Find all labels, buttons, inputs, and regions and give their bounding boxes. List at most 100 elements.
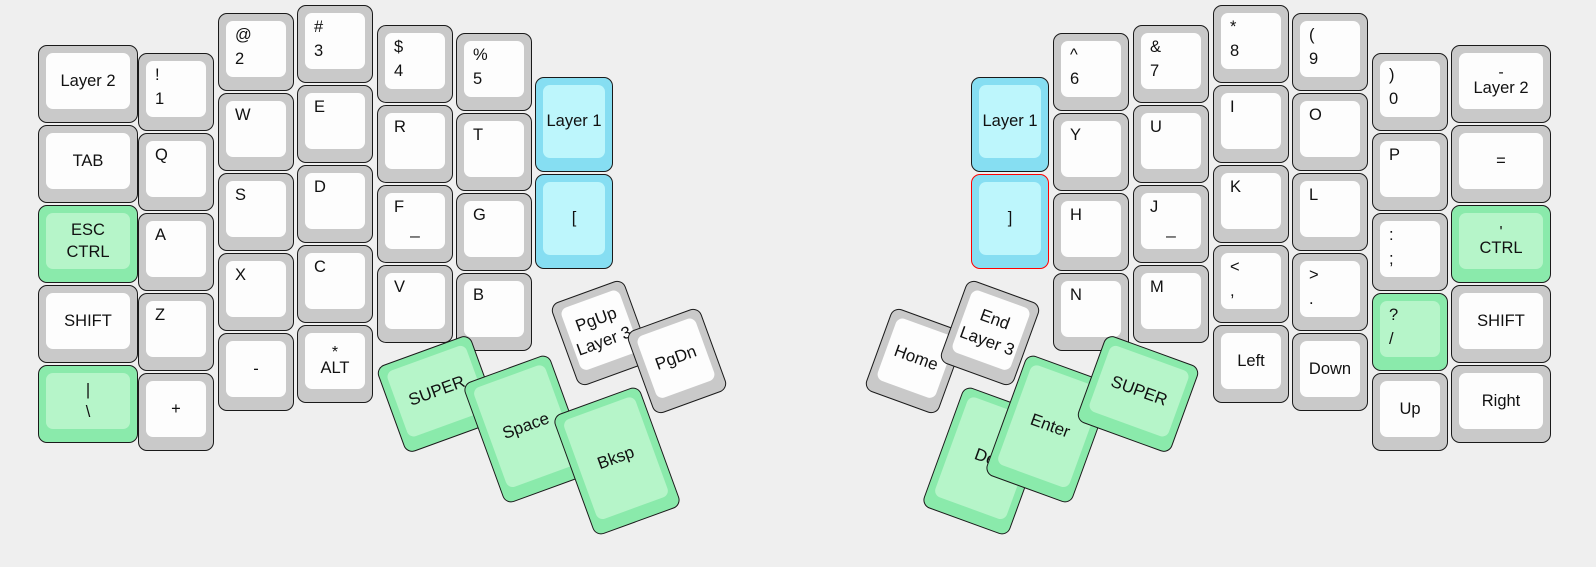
key-cap: Down — [1300, 341, 1360, 397]
key-legend-shifted: O — [1309, 106, 1322, 124]
key-legend-primary: 6 — [1070, 69, 1080, 88]
key-r-quote-ctrl[interactable]: 'CTRL — [1451, 205, 1551, 283]
key-r-o[interactable]: O — [1292, 93, 1368, 171]
key-legend: SHIFT — [1459, 293, 1543, 349]
key-l-a[interactable]: A — [138, 213, 214, 291]
key-legend-shifted: K — [1230, 178, 1242, 196]
key-l-v[interactable]: V — [377, 265, 453, 343]
key-l-x[interactable]: X — [218, 253, 294, 331]
key-cap: ^6 — [1061, 41, 1121, 97]
key-l-4[interactable]: $4 — [377, 25, 453, 103]
key-cap: D — [305, 173, 365, 229]
key-l-alt[interactable]: *ALT — [297, 325, 373, 403]
key-l-g[interactable]: G — [456, 193, 532, 271]
key-legend-shifted: > — [1309, 266, 1319, 284]
key-l-q[interactable]: Q — [138, 133, 214, 211]
key-r-layer1[interactable]: Layer 1 — [971, 77, 1049, 172]
key-l-minus[interactable]: - — [218, 333, 294, 411]
key-legend-primary: Enter — [1027, 410, 1073, 442]
key-l-bracket-open[interactable]: [ — [535, 174, 613, 269]
key-legend-primary: PgDn — [652, 341, 700, 375]
key-legend: Up — [1380, 381, 1440, 437]
key-r-y[interactable]: Y — [1053, 113, 1129, 191]
key-l-shift[interactable]: SHIFT — [38, 285, 138, 363]
key-r-period[interactable]: >. — [1292, 253, 1368, 331]
key-r-n[interactable]: N — [1053, 273, 1129, 351]
key-cap: ?/ — [1380, 301, 1440, 357]
key-legend-shifted: ) — [1389, 66, 1395, 84]
key-l-d[interactable]: D — [297, 165, 373, 243]
key-l-grave-layer2[interactable]: Layer 2 — [38, 45, 138, 123]
key-legend-primary: Bksp — [594, 442, 637, 474]
key-legend: ] — [979, 182, 1041, 255]
key-r-up[interactable]: Up — [1372, 373, 1448, 451]
key-l-5[interactable]: %5 — [456, 33, 532, 111]
key-r-equals[interactable]: = — [1451, 125, 1551, 203]
key-l-e[interactable]: E — [297, 85, 373, 163]
key-r-m[interactable]: M — [1133, 265, 1209, 343]
key-legend-shifted: ! — [155, 66, 160, 84]
homing-marker: _ — [410, 219, 420, 239]
key-legend: - — [226, 341, 286, 397]
key-l-pipe-backslash[interactable]: |\ — [38, 365, 138, 443]
key-r-down[interactable]: Down — [1292, 333, 1368, 411]
key-l-tab[interactable]: TAB — [38, 125, 138, 203]
key-legend-primary: = — [1496, 151, 1506, 170]
key-legend-shifted: H — [1070, 206, 1083, 224]
key-legend: Layer 2 — [46, 53, 130, 109]
key-l-3[interactable]: #3 — [297, 5, 373, 83]
key-l-t[interactable]: T — [456, 113, 532, 191]
key-r-0[interactable]: )0 — [1372, 53, 1448, 131]
key-l-w[interactable]: W — [218, 93, 294, 171]
key-l-c[interactable]: C — [297, 245, 373, 323]
key-legend-primary: 0 — [1389, 89, 1399, 108]
key-l-2[interactable]: @2 — [218, 13, 294, 91]
key-r-9[interactable]: (9 — [1292, 13, 1368, 91]
key-l-r[interactable]: R — [377, 105, 453, 183]
key-cap: Right — [1459, 373, 1543, 429]
key-cap: Layer 1 — [979, 85, 1041, 158]
key-r-k[interactable]: K — [1213, 165, 1289, 243]
key-legend-shifted: R — [394, 118, 407, 136]
key-r-minus-layer2[interactable]: -Layer 2 — [1451, 45, 1551, 123]
key-r-j[interactable]: J_ — [1133, 185, 1209, 263]
key-r-l[interactable]: L — [1292, 173, 1368, 251]
key-l-f[interactable]: F_ — [377, 185, 453, 263]
key-r-semicolon[interactable]: :; — [1372, 213, 1448, 291]
key-legend-primary: Left — [1237, 351, 1265, 370]
key-legend-shifted: B — [473, 286, 485, 304]
key-l-layer1[interactable]: Layer 1 — [535, 77, 613, 172]
key-legend-shifted: % — [473, 46, 488, 64]
key-r-left[interactable]: Left — [1213, 325, 1289, 403]
key-cap: N — [1061, 281, 1121, 337]
key-r-6[interactable]: ^6 — [1053, 33, 1129, 111]
key-l-1[interactable]: !1 — [138, 53, 214, 131]
key-l-s[interactable]: S — [218, 173, 294, 251]
key-r-p[interactable]: P — [1372, 133, 1448, 211]
key-r-u[interactable]: U — [1133, 105, 1209, 183]
key-l-plus[interactable]: + — [138, 373, 214, 451]
key-r-i[interactable]: I — [1213, 85, 1289, 163]
key-r-7[interactable]: &7 — [1133, 25, 1209, 103]
key-r-shift[interactable]: SHIFT — [1451, 285, 1551, 363]
key-cap: :; — [1380, 221, 1440, 277]
key-cap: E — [305, 93, 365, 149]
key-cap: TAB — [46, 133, 130, 189]
key-legend-shifted: M — [1150, 278, 1164, 296]
key-cap: SHIFT — [1459, 293, 1543, 349]
key-r-slash[interactable]: ?/ — [1372, 293, 1448, 371]
key-r-h[interactable]: H — [1053, 193, 1129, 271]
key-r-bracket-close[interactable]: ] — [971, 174, 1049, 269]
key-cap: C — [305, 253, 365, 309]
key-r-8[interactable]: *8 — [1213, 5, 1289, 83]
key-legend-shifted: & — [1150, 38, 1162, 56]
key-l-z[interactable]: Z — [138, 293, 214, 371]
key-legend-shifted: ( — [1309, 26, 1315, 44]
key-r-comma[interactable]: <, — [1213, 245, 1289, 323]
key-r-right[interactable]: Right — [1451, 365, 1551, 443]
key-cap: A — [146, 221, 206, 277]
